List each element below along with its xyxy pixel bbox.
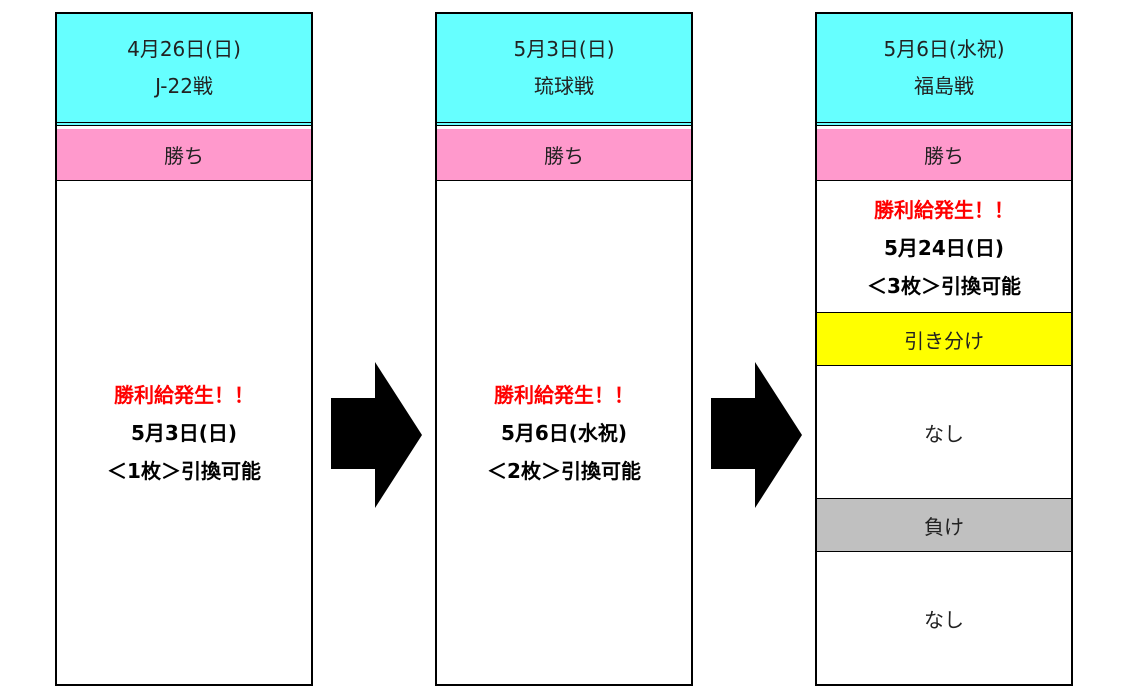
exchange-count: ＜3枚＞引換可能 [867,273,1021,298]
match-column-1: 4月26日(日) J-22戦 勝ち 勝利給発生！！ 5月3日(日) ＜1枚＞引換… [55,12,313,686]
exchange-count: ＜2枚＞引換可能 [487,459,641,483]
arrow-right-icon [331,362,422,508]
match-date: 4月26日(日) [127,37,241,61]
match-opponent: J-22戦 [155,74,213,98]
exchange-date: 5月6日(水祝) [500,421,628,445]
exchange-count: ＜1枚＞引換可能 [107,459,261,483]
match-header: 4月26日(日) J-22戦 [57,14,311,126]
lose-outcome: なし [924,607,964,632]
result-draw: 引き分け [817,312,1071,366]
arrow-right-icon [711,362,802,508]
match-opponent: 琉球戦 [534,74,594,98]
bonus-notice: 勝利給発生！！ [874,197,1014,222]
exchange-date: 5月24日(日) [883,235,1005,260]
match-date: 5月6日(水祝) [883,37,1005,61]
win-bonus-message: 勝利給発生！！ 5月6日(水祝) ＜2枚＞引換可能 [437,182,691,684]
match-date: 5月3日(日) [513,37,615,61]
win-bonus-message: 勝利給発生！！ 5月3日(日) ＜1枚＞引換可能 [57,182,311,684]
result-lose: 負け [817,498,1071,552]
bonus-notice: 勝利給発生！！ [494,383,634,407]
result-win: 勝ち [437,129,691,181]
result-win: 勝ち [57,129,311,181]
match-column-3: 5月6日(水祝) 福島戦 勝ち 勝利給発生！！ 5月24日(日) ＜3枚＞引換可… [815,12,1073,686]
exchange-date: 5月3日(日) [130,421,238,445]
result-win: 勝ち [817,129,1071,181]
bonus-notice: 勝利給発生！！ [114,383,254,407]
draw-outcome: なし [924,422,964,446]
match-column-2: 5月3日(日) 琉球戦 勝ち 勝利給発生！！ 5月6日(水祝) ＜2枚＞引換可能 [435,12,693,686]
match-opponent: 福島戦 [914,74,974,98]
match-header: 5月6日(水祝) 福島戦 [817,14,1071,126]
win-bonus-message: 勝利給発生！！ 5月24日(日) ＜3枚＞引換可能 [817,182,1071,313]
match-header: 5月3日(日) 琉球戦 [437,14,691,126]
